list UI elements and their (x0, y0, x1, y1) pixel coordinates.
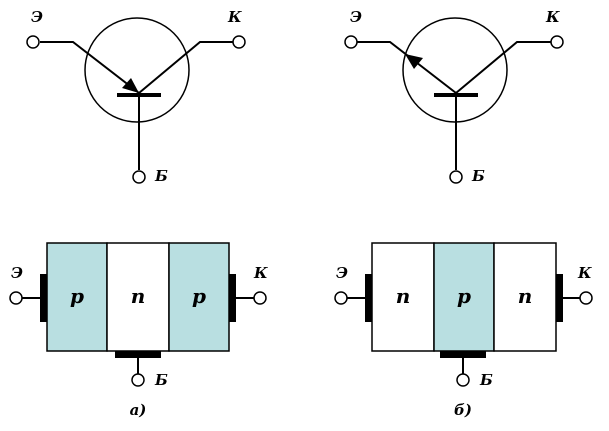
structure-b-base-contact (440, 351, 486, 358)
structure-b-region-2 (433, 242, 495, 352)
symbol-a-emitter-wire (40, 41, 140, 94)
structure-b-region-3-label: n (518, 284, 533, 308)
structure-b-collector-label: К (577, 264, 592, 282)
symbol-a: Э К Б (26, 8, 246, 185)
structure-b: n p n Э К Б б) (334, 242, 593, 419)
structure-a-region-2-label: n (131, 284, 146, 308)
structure-a-collector-label: К (253, 264, 268, 282)
symbol-a-emitter-terminal (26, 35, 40, 49)
symbol-a-base-label: Б (154, 167, 168, 185)
symbol-a-body-circle (84, 17, 190, 123)
structure-b-collector-terminal (579, 291, 593, 305)
structure-a-base-label: Б (154, 371, 168, 389)
structure-a-caption: а) (130, 401, 147, 419)
symbol-a-emitter-arrow (122, 78, 139, 93)
symbol-b-collector-wire (455, 41, 551, 94)
symbol-b-emitter-arrow (405, 54, 423, 69)
symbol-b-collector-label: К (545, 8, 560, 26)
symbol-a-emitter-label: Э (31, 8, 43, 26)
structure-b-emitter-terminal (334, 291, 348, 305)
structure-b-emitter-contact (365, 274, 372, 322)
symbol-a-collector-wire (138, 41, 233, 94)
symbol-a-collector-label: К (227, 8, 242, 26)
symbol-b-emitter-label: Э (350, 8, 362, 26)
symbol-a-base-terminal (132, 170, 146, 184)
structure-b-caption: б) (454, 401, 472, 419)
structure-a-region-1-label: p (70, 284, 84, 308)
structure-a-collector-terminal (253, 291, 267, 305)
symbol-b-base-label: Б (471, 167, 485, 185)
symbol-b-collector-terminal (550, 35, 564, 49)
structure-b-base-label: Б (479, 371, 493, 389)
structure-a-base-terminal (131, 373, 145, 387)
structure-b-collector-contact (556, 274, 563, 322)
structure-a-collector-contact (229, 274, 236, 322)
structure-a: p n p Э К Б а) (9, 242, 268, 419)
structure-b-base-terminal (456, 373, 470, 387)
structure-a-emitter-label: Э (11, 264, 23, 282)
symbol-a-collector-terminal (232, 35, 246, 49)
structure-a-region-3-label: p (192, 284, 206, 308)
structure-b-emitter-label: Э (336, 264, 348, 282)
structure-b-region-1-label: n (396, 284, 411, 308)
symbol-b-base-terminal (449, 170, 463, 184)
structure-b-region-2-label: p (457, 284, 471, 308)
structure-a-emitter-contact (40, 274, 47, 322)
symbol-b: Э К Б (344, 8, 564, 185)
structure-b-region-3 (493, 242, 557, 352)
structure-a-emitter-terminal (9, 291, 23, 305)
symbol-b-emitter-wire (357, 41, 457, 94)
structure-a-base-contact (115, 351, 161, 358)
symbol-b-emitter-terminal (344, 35, 358, 49)
structure-a-region-2 (106, 242, 170, 352)
